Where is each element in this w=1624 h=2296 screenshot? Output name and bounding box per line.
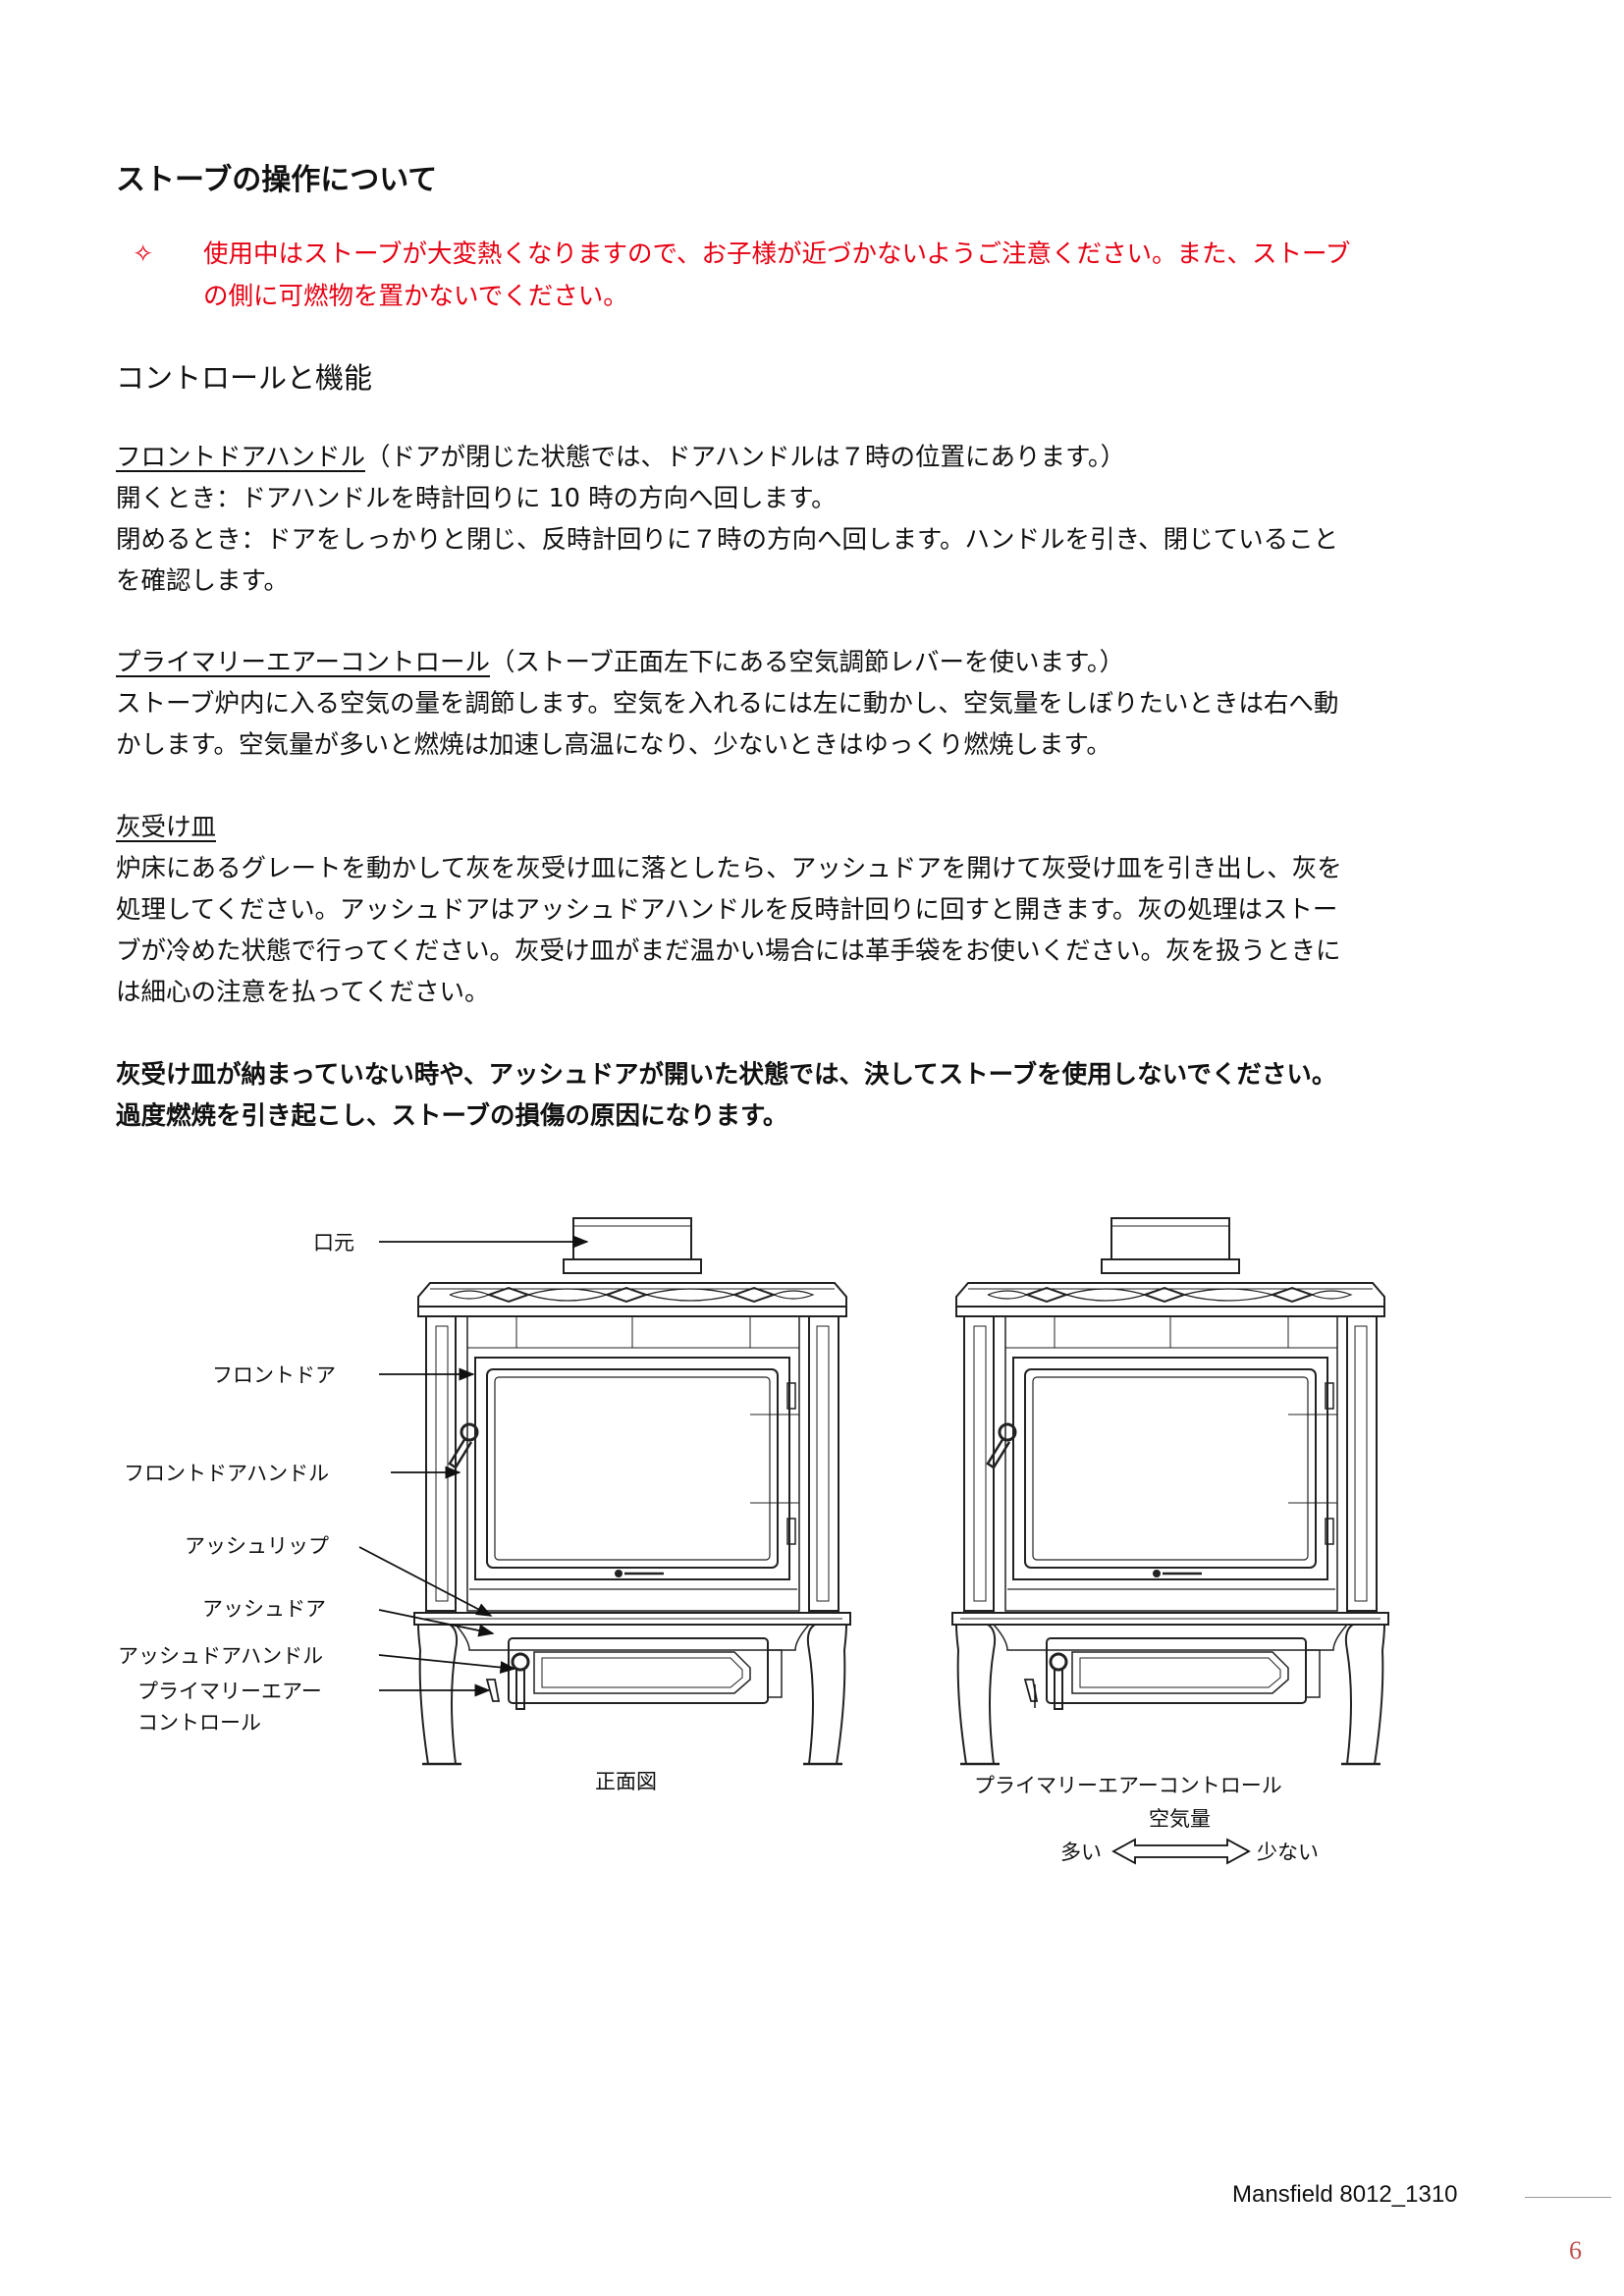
section-title: コントロールと機能 [116,361,373,395]
label-front-door-handle: フロントドアハンドル [124,1462,329,1485]
warning-notice: ✧ 使用中はストーブが大変熱くなりますので、お子様が近づかないようご注意ください… [133,234,1507,318]
page-title: ストーブの操作について [116,163,438,197]
label-flue: 口元 [313,1231,354,1255]
caution-line-2: 過度燃焼を引き起こし、ストーブの損傷の原因になります。 [116,1101,788,1131]
leader-line-ash-lip [358,1546,493,1617]
page-number: 6 [1569,2236,1582,2265]
primary-air-line-1: ストーブ炉内に入る空気の量を調節します。空気を入れるには左に動かし、空気量をしぼ… [116,689,1339,719]
label-ash-lip: アッシュリップ [185,1534,329,1558]
label-primary-air-2: コントロール [137,1711,261,1735]
ash-pan-section: 灰受け皿 炉床にあるグレートを動かして灰を灰受け皿に落としたら、アッシュドアを開… [116,807,1520,1013]
ash-pan-line-1: 炉床にあるグレートを動かして灰を灰受け皿に落としたら、アッシュドアを開けて灰受け… [116,854,1342,883]
label-primary-air-1: プライマリーエアー [137,1680,322,1703]
label-front-door: フロントドア [212,1363,336,1387]
warning-line-1: 使用中はストーブが大変熱くなりますので、お子様が近づかないようご注意ください。ま… [203,240,1351,269]
right-caption: プライマリーエアーコントロール [974,1774,1282,1797]
front-door-handle-section: フロントドアハンドル（ドアが閉じた状態では、ドアハンドルは７時の位置にあります。… [116,437,1520,602]
ash-pan-line-4: は細心の注意を払ってください。 [116,978,490,1007]
double-arrow-icon [1111,1838,1251,1865]
ash-pan-heading: 灰受け皿 [116,813,217,842]
label-ash-door: アッシュドア [202,1597,326,1621]
caution-line-1: 灰受け皿が納まっていない時や、アッシュドアが開いた状態では、決してストーブを使用… [116,1060,1337,1090]
front-door-handle-heading: フロントドアハンドル [116,443,365,472]
front-door-close-line-2: を確認します。 [116,566,289,596]
front-door-handle-note: （ドアが閉じた状態では、ドアハンドルは７時の位置にあります。） [364,443,1126,472]
footer-model: Mansfield 8012_1310 [1232,2181,1458,2208]
warning-diamond-icon: ✧ [133,240,154,269]
front-door-open-text: 開くとき：ドアハンドルを時計回りに 10 時の方向へ回します。 [116,484,837,513]
stove-side-view [950,1216,1390,1766]
primary-air-line-2: かします。空気量が多いと燃焼は加速し高温になり、少ないときはゆっくり燃焼します。 [116,730,1111,760]
footer-rule [1525,2197,1611,2198]
primary-air-section: プライマリーエアーコントロール（ストーブ正面左下にある空気調節レバーを使います。… [116,642,1520,766]
stove-front-view [412,1216,852,1766]
leader-line-ash-door [378,1609,495,1637]
air-amount-label: 空気量 [1149,1807,1211,1831]
more-label: 多い [1060,1841,1102,1864]
front-view-caption: 正面図 [595,1770,657,1793]
primary-air-heading: プライマリーエアーコントロール [116,648,490,677]
less-label: 少ない [1257,1841,1319,1864]
caution-section: 灰受け皿が納まっていない時や、アッシュドアが開いた状態では、決してストーブを使用… [116,1054,1520,1137]
leader-line-ash-door-handle [378,1654,516,1674]
label-ash-door-handle: アッシュドアハンドル [118,1644,323,1668]
primary-air-note: （ストーブ正面左下にある空気調節レバーを使います。） [489,648,1125,677]
front-door-close-line-1: 閉めるとき：ドアをしっかりと閉じ、反時計回りに７時の方向へ回します。ハンドルを引… [116,525,1339,555]
ash-pan-line-3: ブが冷めた状態で行ってください。灰受け皿がまだ温かい場合には革手袋をお使いくださ… [116,936,1341,966]
ash-pan-line-2: 処理してください。アッシュドアはアッシュドアハンドルを反時計回りに回すと開きます… [116,895,1338,925]
warning-line-2: の側に可燃物を置かないでください。 [203,282,628,311]
